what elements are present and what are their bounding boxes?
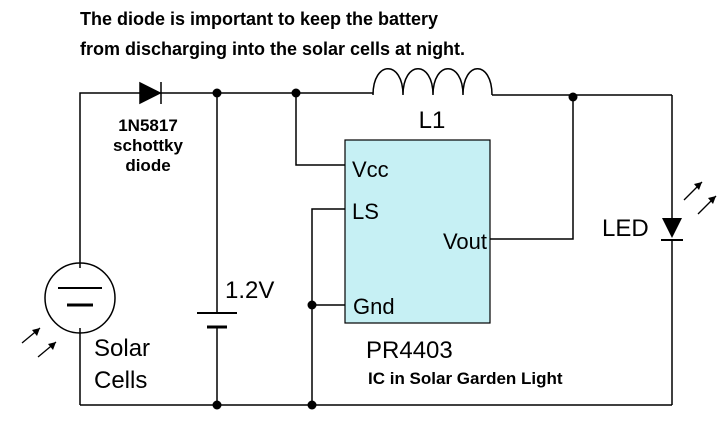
ic-part-number: PR4403 [366,337,453,364]
schottky-diode-symbol [139,81,162,105]
junction-dot [212,88,222,98]
junction-dot [212,400,222,410]
wire-vout [490,95,574,240]
ic-pin-gnd: Gnd [353,294,395,319]
wires [79,92,673,406]
light-arrows-outgoing-icon [683,181,717,215]
solar-label-line-2: Cells [94,367,147,394]
solar-label-line-1: Solar [94,335,150,362]
diode-label-word: diode [125,156,170,175]
ic-pin-vout: Vout [443,229,487,254]
battery-symbol [197,312,237,329]
wire-ls [311,208,345,405]
junction-dot [291,88,301,98]
solar-cell-symbol [44,262,116,334]
diode-label-part: 1N5817 [118,116,178,135]
ic-description: IC in Solar Garden Light [368,369,563,388]
junctions [212,88,578,410]
wire-solar-top [79,92,140,268]
inductor-coil-symbol [372,68,493,96]
ic-chip-body [344,139,491,324]
ic-pin-ls: LS [352,199,379,224]
led-label: LED [602,215,649,242]
led-symbol [661,218,683,241]
ic-pin-vcc: Vcc [352,157,389,182]
diode-label-type: schottky [113,136,183,155]
battery-label: 1.2V [225,277,274,304]
caption-line-1: The diode is important to keep the batte… [80,9,438,29]
junction-dot [307,300,317,310]
inductor-label: L1 [419,107,446,134]
wire-vcc [295,93,345,166]
light-arrows-incoming-icon [21,327,57,358]
caption-line-2: from discharging into the solar cells at… [80,39,465,59]
junction-dot [568,92,578,102]
junction-dot [307,400,317,410]
